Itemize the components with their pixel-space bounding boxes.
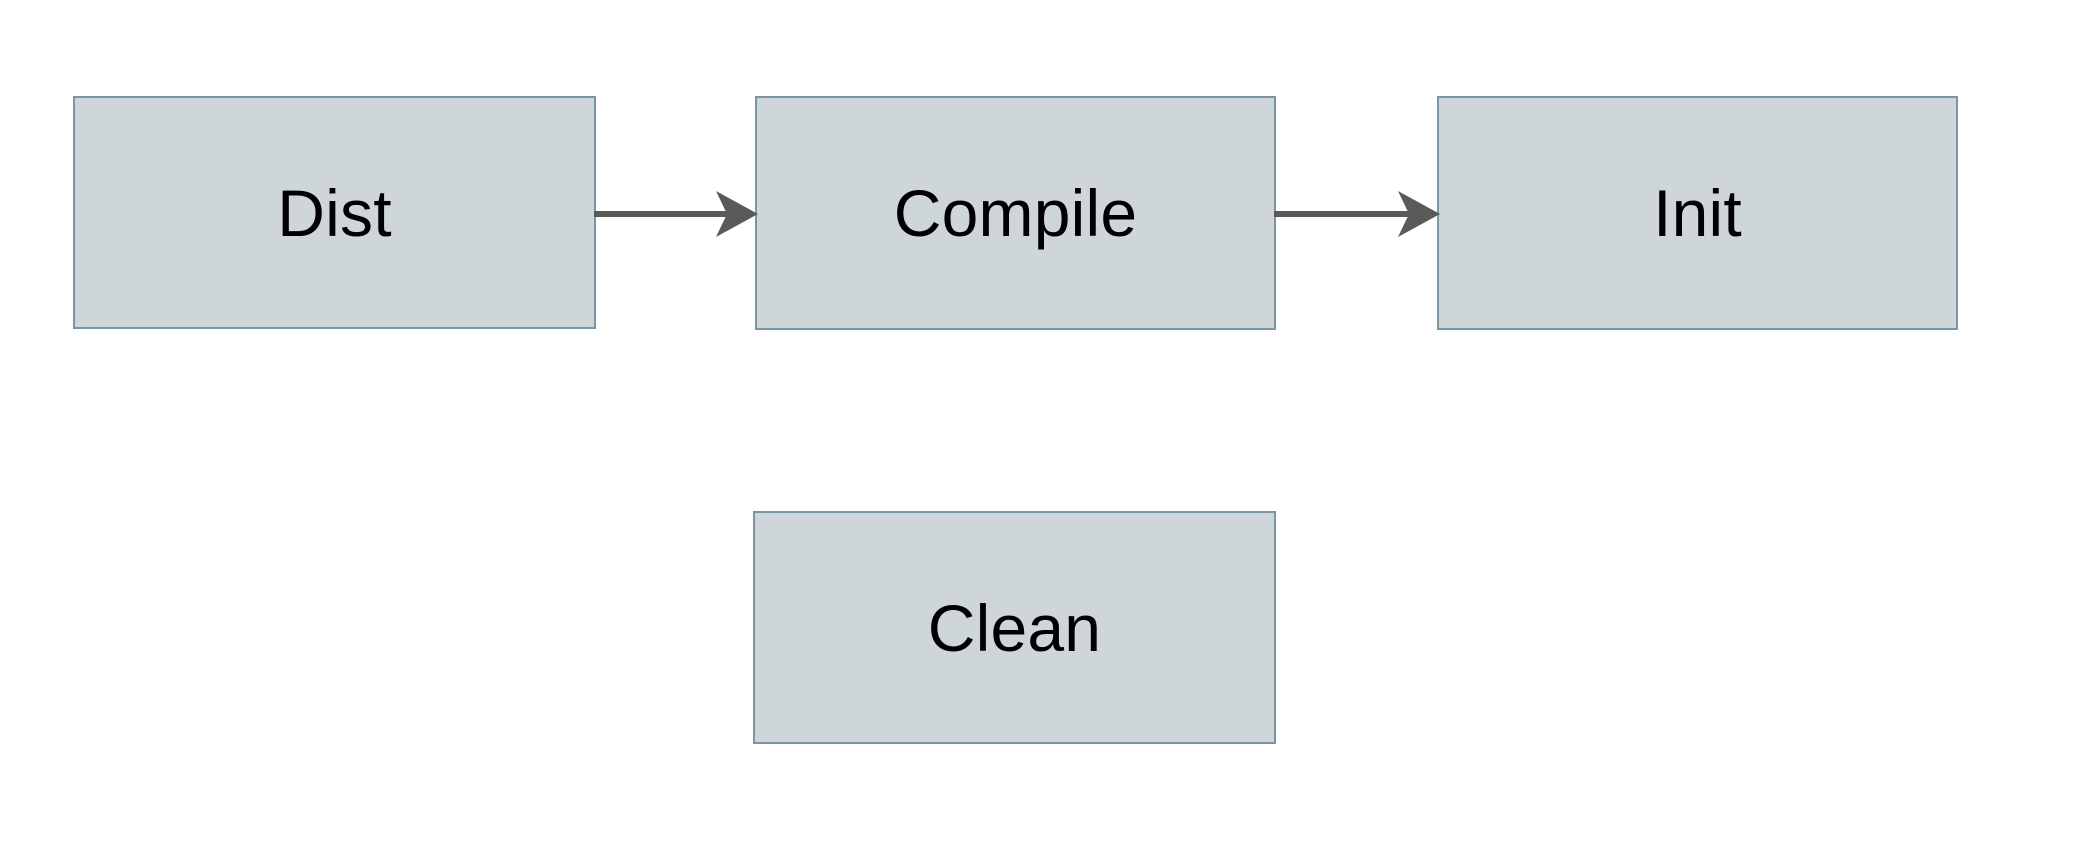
node-clean[interactable]: Clean (753, 511, 1276, 744)
node-compile[interactable]: Compile (755, 96, 1276, 330)
node-clean-label: Clean (927, 590, 1102, 665)
arrowhead-icon (716, 191, 758, 237)
node-init-label: Init (1653, 176, 1742, 250)
node-dist[interactable]: Dist (73, 96, 596, 329)
arrowhead-icon (1398, 191, 1440, 237)
edge-compile-to-init (1274, 191, 1440, 237)
node-init[interactable]: Init (1437, 96, 1958, 330)
edge-dist-to-compile (594, 191, 758, 237)
node-compile-label: Compile (893, 176, 1138, 250)
node-dist-label: Dist (277, 175, 392, 250)
